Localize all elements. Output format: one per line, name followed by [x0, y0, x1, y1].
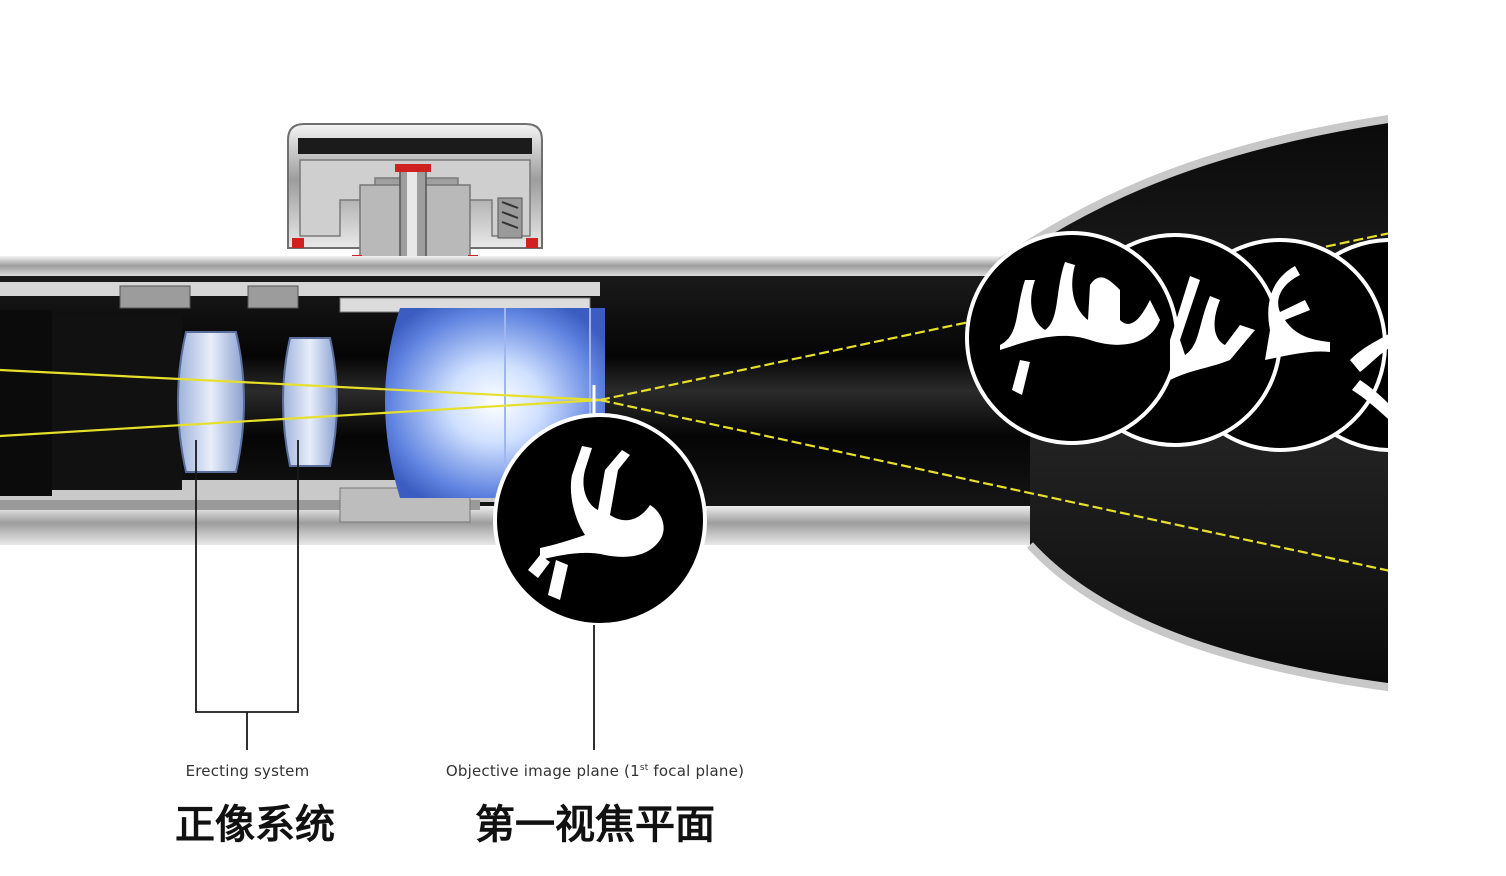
focal-plane-label-suffix: focal plane): [648, 762, 744, 780]
focal-plane-label-en: Objective image plane (1st focal plane): [420, 762, 770, 780]
focal-plane-label-zh: 第一视焦平面: [445, 792, 745, 850]
erecting-system-label-en: Erecting system: [150, 762, 345, 780]
focal-plane-label-prefix: Objective image plane (1: [446, 762, 640, 780]
focal-plane-image-circle: [495, 415, 705, 625]
erecting-system-label-zh: 正像系统: [150, 792, 360, 850]
eyepiece-image-circles: [967, 233, 1495, 450]
